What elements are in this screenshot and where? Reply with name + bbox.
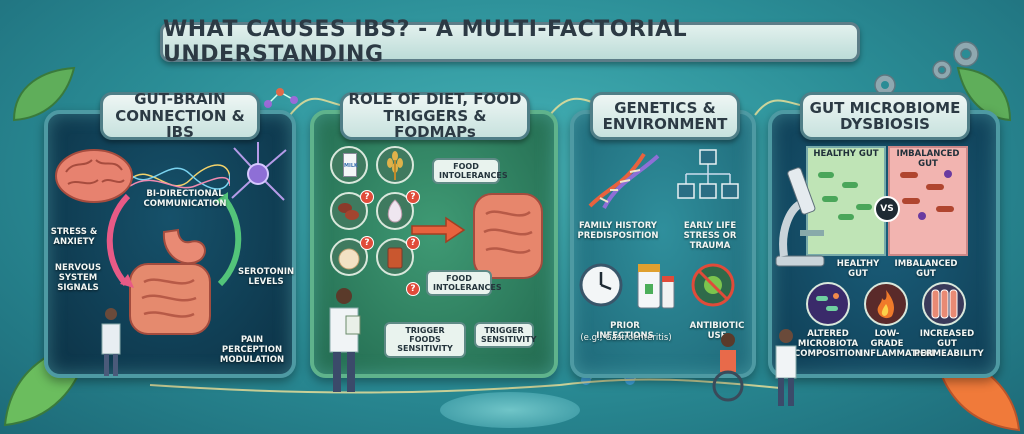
healthy-gut-panel [806, 146, 886, 256]
panel-diet-heading: ROLE OF DIET, FOOD TRIGGERS & FODMAPs [340, 90, 530, 142]
label-serotonin: SEROTONIN LEVELS [238, 267, 295, 287]
tag-trigger-foods: TRIGGER FOODS SENSITIVITY [384, 322, 466, 358]
label-prior-infections: PRIOR INFECTIONS [596, 321, 654, 341]
inflammation-circle [864, 282, 908, 326]
signal-waves [130, 164, 230, 190]
gear-icon [932, 41, 979, 80]
heading-line: CONNECTION & IBS [115, 106, 245, 142]
question-mark-icon: ? [360, 236, 374, 250]
can-icon [387, 247, 403, 269]
label-imbalanced-gut: IMBALANCED GUT [894, 259, 958, 279]
leaf-icon [12, 66, 76, 122]
doctor-icon [101, 308, 121, 376]
stomach-icon [162, 228, 206, 265]
label-bidirectional: BI-DIRECTIONAL COMMUNICATION [143, 189, 227, 209]
heading-line: ENVIRONMENT [602, 115, 728, 133]
label-family-history: FAMILY HISTORY PREDISPOSITION [577, 221, 659, 241]
virus-icon [691, 263, 735, 307]
question-mark-icon: ? [406, 282, 420, 296]
pedestal [440, 392, 580, 428]
bacteria-icon [816, 293, 839, 311]
question-mark-icon: ? [360, 190, 374, 204]
label-permeability: INCREASED GUT PERMEABILITY [914, 329, 984, 359]
vs-badge: VS [874, 196, 900, 222]
heading-line: GUT-BRAIN [134, 90, 226, 109]
onion-circle [330, 238, 368, 276]
wheat-icon [387, 151, 403, 180]
cycle-arrow-icon [214, 192, 242, 287]
doctor-icon [775, 329, 797, 406]
imbalanced-gut-panel [888, 146, 968, 256]
panel-genetics-heading: GENETICS & ENVIRONMENT [590, 92, 740, 140]
milk-carton-icon: MILK [343, 153, 358, 177]
label-antibiotic: ANTIBIOTIC USE [689, 321, 745, 341]
label-early-life: EARLY LIFE STRESS OR TRAUMA [683, 221, 737, 251]
gut-wall-icon [931, 289, 958, 319]
clock-icon [579, 263, 623, 307]
brain-icon [55, 149, 133, 203]
question-mark-icon: ? [406, 190, 420, 204]
heading-line: GUT MICROBIOME [809, 98, 961, 117]
tag-food-intolerances-top: FOOD INTOLERANCES [432, 158, 508, 185]
question-mark-icon: ? [406, 236, 420, 250]
tag-food-intolerances-mid: FOOD INTOLERANCES [426, 270, 502, 297]
beans-icon [338, 203, 359, 220]
molecule-icon [264, 88, 298, 108]
label-nervous-system: NERVOUS SYSTEM SIGNALS [54, 263, 102, 293]
label-imbalanced-gut-top: IMBALANCED GUT [896, 149, 960, 169]
wheelchair-patient-icon [712, 333, 744, 402]
heading-line: DYSBIOSIS [840, 115, 930, 133]
heading-line: GENETICS & [614, 98, 716, 117]
dna-icon [588, 152, 660, 209]
panel-gut-brain-heading: GUT-BRAIN CONNECTION & IBS [100, 90, 260, 142]
milk-circle: MILK [330, 146, 368, 184]
flame-icon [877, 290, 894, 319]
microscope-icon [775, 167, 825, 267]
bacteria-icon [900, 170, 954, 220]
label-inflammation: LOW-GRADE INFLAMMATION [860, 329, 935, 359]
gear-icon [874, 74, 896, 96]
permeability-circle [922, 282, 966, 326]
garlic-icon [387, 199, 403, 223]
panel-microbiome-heading: GUT MICROBIOME DYSBIOSIS [800, 92, 970, 140]
label-prior-infections-example: (e.g., Gastroenteritis) [580, 333, 672, 343]
label-altered-microbiota: ALTERED MICROBIOTA COMPOSITION [794, 329, 862, 359]
intestine-icon [473, 193, 543, 279]
doctor-icon [329, 288, 361, 392]
label-healthy-gut: HEALTHY GUT [836, 259, 880, 279]
arrow-right-icon [411, 216, 466, 244]
label-stress-anxiety: STRESS & ANXIETY [50, 227, 98, 247]
family-tree-icon [677, 149, 739, 199]
pills-icon [637, 264, 675, 309]
microbiota-circle [806, 282, 850, 326]
wheat-circle [376, 146, 414, 184]
bacteria-icon [818, 172, 872, 220]
intestine-icon [129, 263, 211, 335]
panel-genetics [570, 110, 756, 378]
tag-trigger-sensitivity: TRIGGER SENSITIVITY [474, 322, 537, 349]
heading-line: TRIGGERS & FODMAPs [383, 106, 487, 142]
label-pain-perception: PAIN PERCEPTION MODULATION [219, 335, 285, 365]
neuron-icon [231, 142, 287, 201]
cycle-arrow-icon [106, 193, 134, 288]
label-healthy-gut-top: HEALTHY GUT [813, 149, 879, 159]
onion-icon [338, 248, 360, 270]
heading-line: ROLE OF DIET, FOOD [348, 90, 522, 109]
